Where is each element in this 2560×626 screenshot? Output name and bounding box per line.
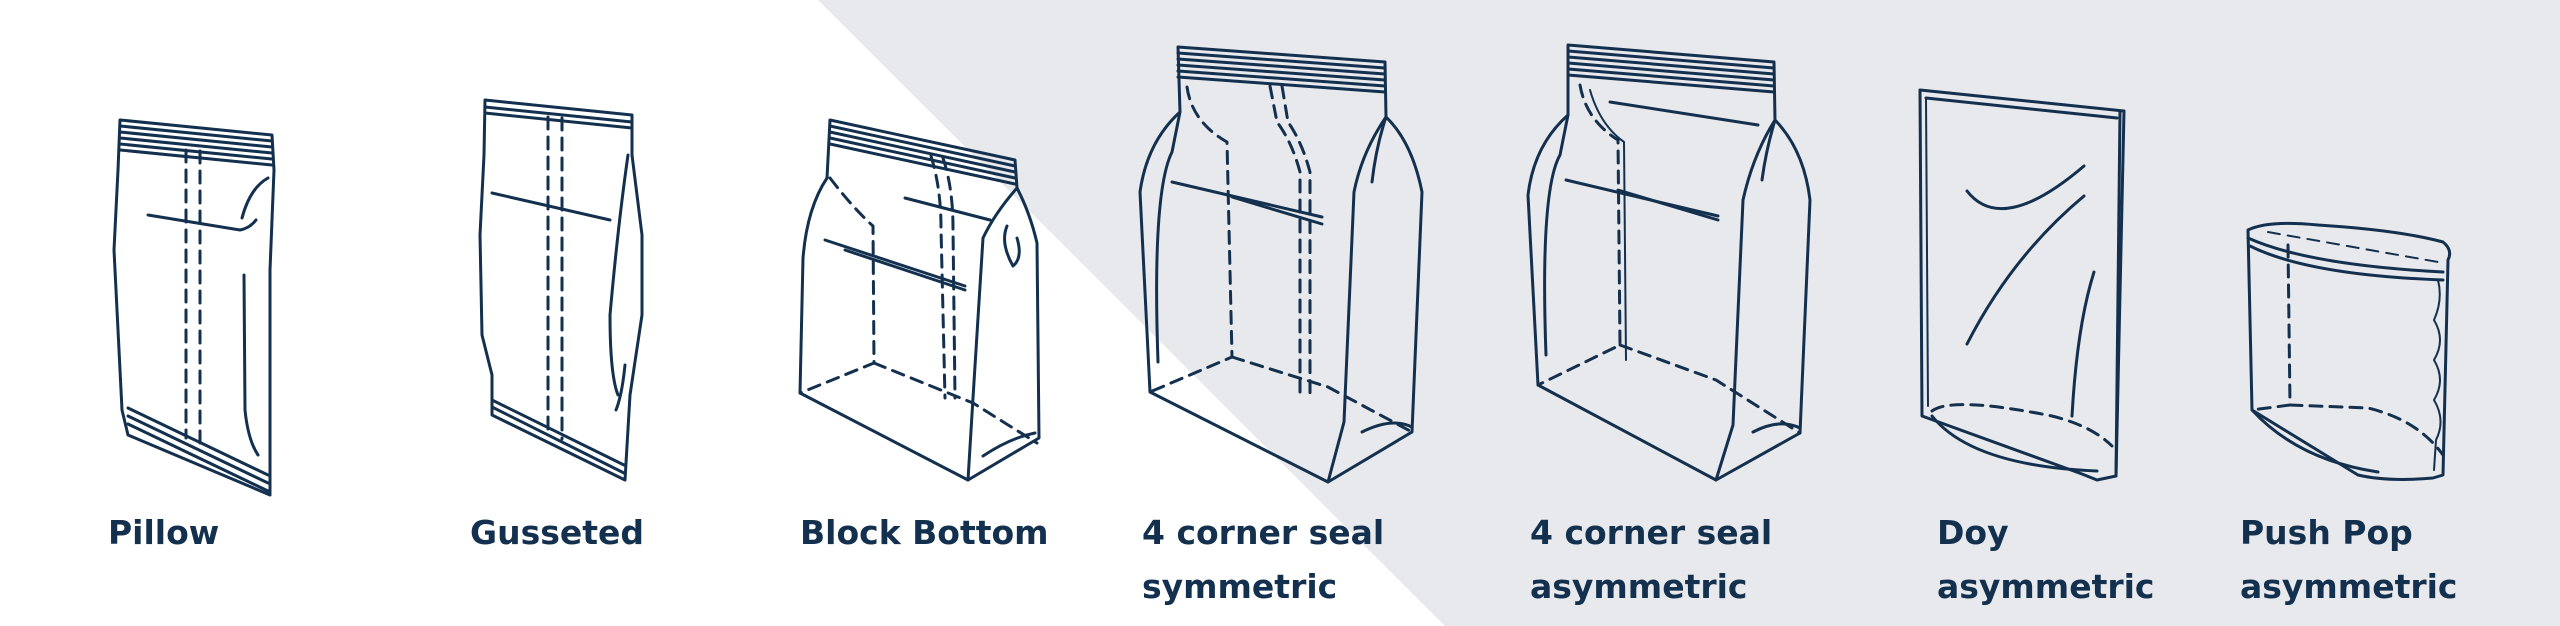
label-four-corner-seal-symmetric-line-2: symmetric <box>1142 567 1338 606</box>
label-doy-asymmetric-line-1: Doy <box>1937 513 2009 552</box>
gusseted-bag-icon <box>460 95 660 485</box>
pillow-bag-icon <box>100 110 300 500</box>
four-corner-seal-asymmetric-bag-icon <box>1518 40 1818 485</box>
four-corner-seal-symmetric-bag-icon <box>1132 42 1432 487</box>
label-push-pop-asymmetric: Push Pop asymmetric <box>2240 506 2458 614</box>
label-doy-asymmetric-line-2: asymmetric <box>1937 567 2155 606</box>
label-pillow-line-1: Pillow <box>108 513 220 552</box>
label-push-pop-asymmetric-line-1: Push Pop <box>2240 513 2413 552</box>
label-four-corner-seal-symmetric: 4 corner seal symmetric <box>1142 506 1384 614</box>
label-gusseted: Gusseted <box>470 506 644 560</box>
doy-asymmetric-bag-icon <box>1912 86 2132 486</box>
label-four-corner-seal-asymmetric-line-1: 4 corner seal <box>1530 513 1773 552</box>
label-block-bottom-line-1: Block Bottom <box>800 513 1049 552</box>
label-four-corner-seal-asymmetric-line-2: asymmetric <box>1530 567 1748 606</box>
block-bottom-bag-icon <box>795 118 1055 488</box>
label-push-pop-asymmetric-line-2: asymmetric <box>2240 567 2458 606</box>
label-four-corner-seal-symmetric-line-1: 4 corner seal <box>1142 513 1385 552</box>
label-four-corner-seal-asymmetric: 4 corner seal asymmetric <box>1530 506 1772 614</box>
label-pillow: Pillow <box>108 506 219 560</box>
label-doy-asymmetric: Doy asymmetric <box>1937 506 2155 614</box>
label-block-bottom: Block Bottom <box>800 506 1049 560</box>
push-pop-asymmetric-bag-icon <box>2238 220 2458 490</box>
label-gusseted-line-1: Gusseted <box>470 513 645 552</box>
